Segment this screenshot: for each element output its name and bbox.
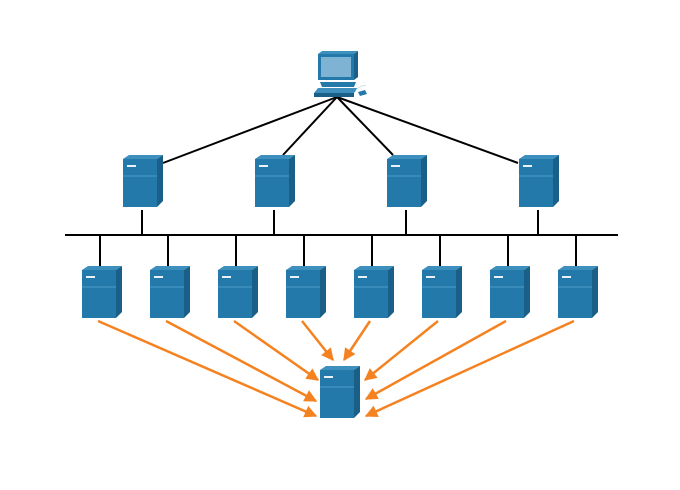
arrows — [97, 319, 575, 418]
tier2-server-2[interactable] — [150, 266, 190, 318]
server-drive-slot-icon — [222, 276, 231, 278]
nodes — [82, 51, 598, 418]
tier2-server-8[interactable] — [558, 266, 598, 318]
server-drive-slot-icon — [494, 276, 503, 278]
mouse-cable — [355, 85, 367, 91]
server-drive-slot-icon — [358, 276, 367, 278]
server-top-face — [354, 266, 394, 270]
server-top-face — [387, 155, 427, 159]
server-side-face — [524, 266, 530, 318]
server-drive-slot-icon — [523, 165, 532, 167]
tier2-server-5[interactable] — [354, 266, 394, 318]
client-link-3 — [336, 96, 394, 156]
server-side-face — [354, 366, 360, 418]
mouse-icon — [358, 90, 367, 96]
replication-arrow-7 — [364, 319, 507, 401]
monitor-side — [354, 51, 358, 80]
tier2-server-4[interactable] — [286, 266, 326, 318]
tier1-server-2[interactable] — [255, 155, 295, 207]
tier2-server-7[interactable] — [490, 266, 530, 318]
tier2-server-6[interactable] — [422, 266, 462, 318]
server-side-face — [116, 266, 122, 318]
server-top-face — [255, 155, 295, 159]
replication-arrow-6 — [364, 320, 439, 381]
server-drive-slot-icon — [154, 276, 163, 278]
tier1-server-4[interactable] — [519, 155, 559, 207]
replication-arrow-1 — [97, 319, 318, 418]
keyboard-front — [314, 93, 354, 97]
replication-arrow-4 — [301, 320, 334, 361]
computer-base — [320, 82, 356, 87]
server-top-face — [150, 266, 190, 270]
replication-arrow-2 — [165, 319, 318, 403]
client-computer[interactable] — [314, 51, 367, 97]
target-server[interactable] — [320, 366, 360, 418]
tier2-server-1[interactable] — [82, 266, 122, 318]
server-side-face — [184, 266, 190, 318]
client-link-2 — [282, 96, 338, 156]
server-top-face — [82, 266, 122, 270]
server-drive-slot-icon — [426, 276, 435, 278]
client-link-4 — [336, 96, 519, 164]
server-drive-slot-icon — [259, 165, 268, 167]
server-drive-slot-icon — [391, 165, 400, 167]
server-drive-slot-icon — [324, 376, 333, 378]
server-side-face — [421, 155, 427, 207]
server-drive-slot-icon — [562, 276, 571, 278]
replication-arrow-5 — [342, 320, 372, 362]
server-drive-slot-icon — [127, 165, 136, 167]
server-top-face — [286, 266, 326, 270]
server-top-face — [123, 155, 163, 159]
keyboard-icon — [314, 88, 358, 93]
tier2-server-3[interactable] — [218, 266, 258, 318]
server-side-face — [592, 266, 598, 318]
replication-arrow-3 — [233, 319, 320, 382]
server-drive-slot-icon — [86, 276, 95, 278]
tier1-server-1[interactable] — [123, 155, 163, 207]
links — [65, 96, 618, 267]
server-drive-slot-icon — [290, 276, 299, 278]
server-top-face — [218, 266, 258, 270]
server-side-face — [388, 266, 394, 318]
server-top-face — [320, 366, 360, 370]
monitor-screen-icon — [321, 57, 351, 77]
monitor-top — [318, 51, 358, 54]
server-top-face — [422, 266, 462, 270]
tier1-server-3[interactable] — [387, 155, 427, 207]
server-top-face — [490, 266, 530, 270]
server-side-face — [289, 155, 295, 207]
server-top-face — [519, 155, 559, 159]
server-side-face — [456, 266, 462, 318]
server-side-face — [320, 266, 326, 318]
server-side-face — [553, 155, 559, 207]
client-link-1 — [162, 96, 338, 164]
server-side-face — [252, 266, 258, 318]
server-side-face — [157, 155, 163, 207]
server-top-face — [558, 266, 598, 270]
replication-arrow-8 — [364, 319, 575, 418]
